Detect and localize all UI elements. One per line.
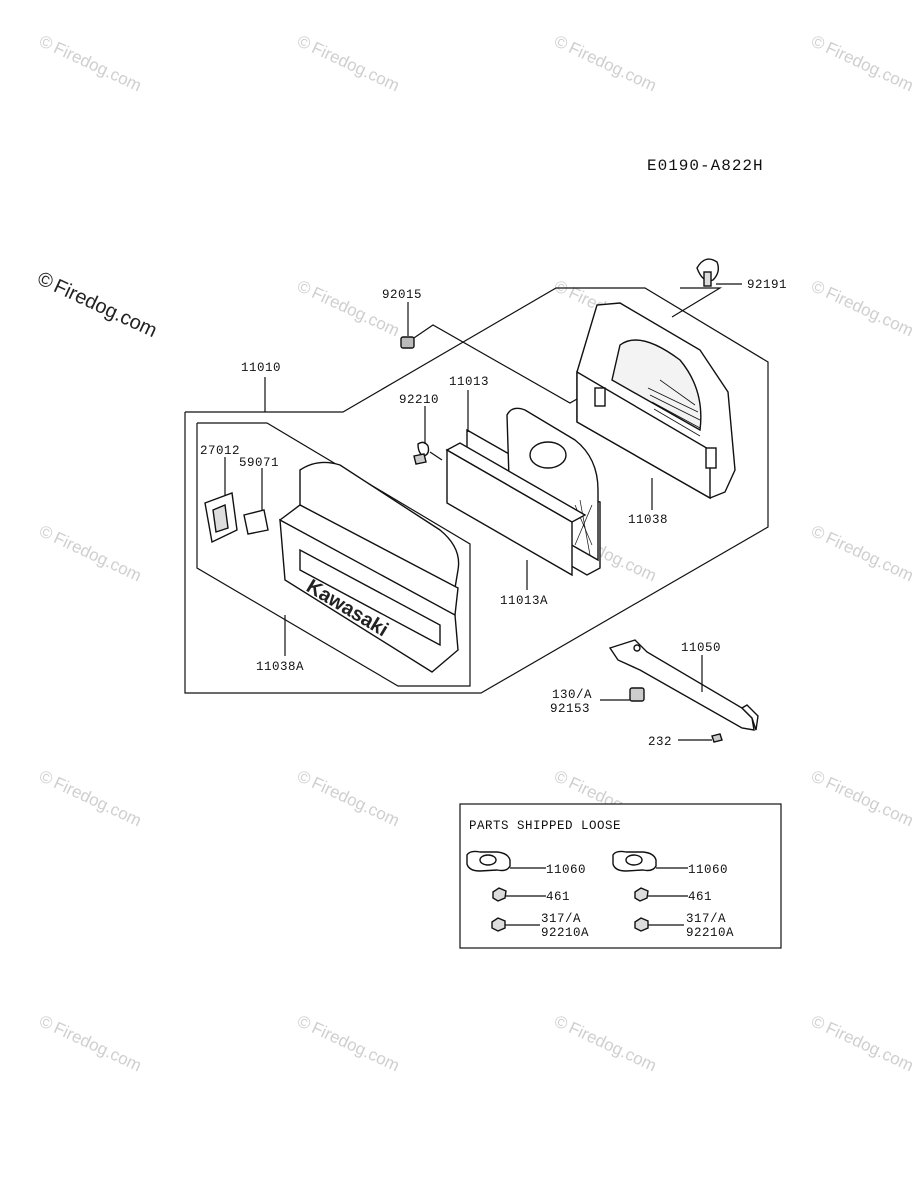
- watermark: Firedog.com: [309, 1018, 403, 1075]
- wing-nut-part: [696, 258, 742, 287]
- cleaner-cover-part: Kawasaki: [278, 461, 460, 673]
- nut-connection-line: [407, 324, 599, 404]
- wing-nut-connection-line: [671, 287, 723, 318]
- loose-left-ref: 317/A: [541, 912, 581, 926]
- diagram-code: E0190-A822H: [647, 157, 764, 175]
- label-92210: 92210: [399, 393, 439, 407]
- screw-232-part: [678, 733, 723, 743]
- watermark: Firedog.com: [309, 773, 403, 830]
- loose-right-nut: 461: [688, 890, 712, 904]
- loose-right-part: 92210A: [686, 926, 734, 940]
- bolt-92153-part: [600, 687, 645, 702]
- watermark: Firedog.com: [51, 528, 145, 585]
- label-27012: 27012: [200, 444, 240, 458]
- label-92153: 92153: [550, 702, 590, 716]
- label-130A: 130/A: [552, 688, 592, 702]
- air-cleaner-base-part: [576, 302, 736, 510]
- watermark: Firedog.com: [51, 38, 145, 95]
- watermark: Firedog.com: [566, 38, 660, 95]
- watermark-dark: Firedog.com: [50, 275, 160, 342]
- label-92015: 92015: [382, 288, 422, 302]
- parts-shipped-loose-box: PARTS SHIPPED LOOSE 11060 461 317/A 9221…: [459, 803, 782, 949]
- loose-box-title: PARTS SHIPPED LOOSE: [469, 819, 621, 833]
- watermark: Firedog.com: [823, 1018, 917, 1075]
- label-11050: 11050: [681, 641, 721, 655]
- watermark: Firedog.com: [309, 38, 403, 95]
- bracket-part: [608, 639, 759, 731]
- clip-92210-part: [413, 406, 443, 465]
- watermark: Firedog.com: [51, 1018, 145, 1075]
- loose-left-part: 92210A: [541, 926, 589, 940]
- loose-left-nut: 461: [546, 890, 570, 904]
- loose-right-gasket: 11060: [688, 863, 728, 877]
- cap-nut-right-part: [634, 917, 649, 932]
- watermark: Firedog.com: [51, 773, 145, 830]
- loose-right-ref: 317/A: [686, 912, 726, 926]
- label-11013A: 11013A: [500, 594, 548, 608]
- watermark: Firedog.com: [566, 1018, 660, 1075]
- assembly-outline: [184, 287, 769, 694]
- label-59071: 59071: [239, 456, 279, 470]
- nut-92015-part: [400, 302, 415, 349]
- cover-group-outline: [196, 422, 471, 687]
- label-92191: 92191: [747, 278, 787, 292]
- label-11038: 11038: [628, 513, 668, 527]
- label-11010: 11010: [241, 361, 281, 375]
- watermark: Firedog.com: [823, 773, 917, 830]
- nut-left-part: [492, 887, 507, 902]
- cap-nut-left-part: [491, 917, 506, 932]
- latch-part: [204, 457, 269, 544]
- nut-right-part: [634, 887, 649, 902]
- watermark: Firedog.com: [823, 528, 917, 585]
- loose-left-gasket: 11060: [546, 863, 586, 877]
- label-232: 232: [648, 735, 672, 749]
- watermark: Firedog.com: [823, 283, 917, 340]
- watermark: Firedog.com: [823, 38, 917, 95]
- pre-cleaner-part: [445, 442, 587, 590]
- label-11013: 11013: [449, 375, 489, 389]
- label-11038A: 11038A: [256, 660, 304, 674]
